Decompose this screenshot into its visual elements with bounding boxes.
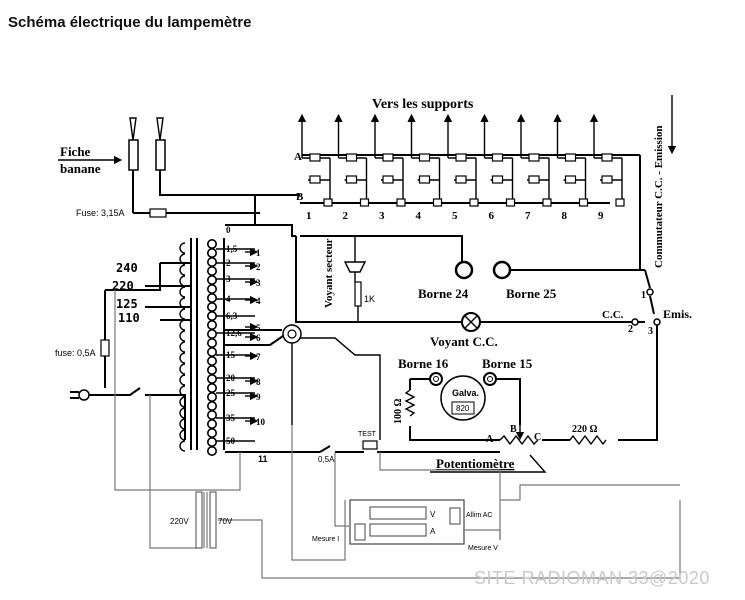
watermark: SITE RADIOMAN 33@2020	[474, 568, 710, 588]
tap-label-right: 7	[256, 352, 261, 362]
svg-text:100 Ω: 100 Ω	[393, 398, 404, 424]
tap-label-right: 5	[256, 323, 261, 333]
tap-label-left: 0	[226, 225, 231, 235]
voyant-secteur: Voyant secteur 1K	[323, 236, 375, 322]
fuse-05a-label: 0,5A	[318, 455, 335, 464]
borne-15-terminal	[483, 372, 497, 386]
svg-text:A: A	[486, 434, 494, 445]
svg-text:Commutateur C.C. - Emission: Commutateur C.C. - Emission	[653, 126, 665, 269]
borne-24-terminal	[454, 260, 474, 280]
svg-text:V: V	[430, 510, 436, 519]
potentiometer-section: A B C 220 Ω Potentiomètre	[430, 424, 607, 473]
svg-text:820: 820	[456, 404, 470, 413]
tap-label-right: 9	[256, 392, 261, 402]
mains-plug-icon	[78, 389, 90, 401]
aux-transformer-primary	[195, 491, 203, 549]
support-number: 3	[379, 210, 385, 222]
banana-plug-1	[128, 139, 139, 171]
svg-text:1K: 1K	[364, 294, 375, 304]
svg-text:Mesure I: Mesure I	[312, 536, 339, 543]
svg-text:Galva.: Galva.	[452, 388, 479, 398]
support-number: 8	[562, 210, 568, 222]
mains-tap-label: 240	[116, 261, 138, 275]
svg-text:Allim AC: Allim AC	[466, 512, 492, 519]
tap-label-right: 1	[256, 248, 261, 258]
measurement-wiring: 220V 70V V A Mesure I Allim AC Mesure V	[114, 290, 681, 579]
commutateur-cc-emission: Commutateur C.C. - Emission 1 2 3 Emis. …	[602, 95, 692, 441]
supports-heading: Vers les supports	[372, 97, 474, 112]
line-a-label: A	[294, 151, 302, 163]
svg-text:220 Ω: 220 Ω	[572, 424, 598, 435]
support-number: 7	[525, 210, 531, 222]
borne-25-terminal	[492, 260, 512, 280]
mains-tap-label: 125	[116, 297, 138, 311]
page-title: Schéma électrique du lampemètre	[8, 14, 252, 31]
svg-text:Mesure V: Mesure V	[468, 545, 498, 552]
tap-11-label: 11	[258, 454, 268, 464]
svg-text:Borne 25: Borne 25	[506, 286, 557, 301]
svg-text:Emis.: Emis.	[663, 307, 692, 321]
banana-plugs: Fiche banane Fuse: 3,15A	[58, 117, 300, 218]
tap-wiring: 11 0,5A TEST	[225, 195, 645, 464]
support-number: 1	[306, 210, 312, 222]
support-numbers: 1 2 3 4 5 6 7 8 9	[306, 210, 604, 222]
tap-label-right: 10	[256, 417, 266, 427]
voyant-cc: Voyant C.C.	[430, 312, 498, 349]
svg-text:B: B	[510, 424, 517, 435]
support-posts	[297, 113, 625, 207]
support-number: 2	[343, 210, 349, 222]
support-lines: A B 1 2 3 4 5 6 7 8 9	[294, 113, 640, 222]
fuse-secondary-label: fuse: 0,5A	[55, 348, 96, 358]
aux-transformer-secondary	[209, 491, 217, 549]
tap-label-right: 3	[256, 278, 261, 288]
test-label: TEST	[358, 431, 377, 438]
svg-text:C.C.: C.C.	[602, 309, 624, 321]
galvanometer-section: Borne 16 Borne 15 Galva. 820 100 Ω	[393, 356, 533, 441]
support-number: 6	[489, 210, 495, 222]
fuse-main-label: Fuse: 3,15A	[76, 208, 125, 218]
bornes-24-25: Borne 24 Borne 25	[300, 235, 645, 301]
fuse-secondary-symbol	[100, 339, 110, 357]
support-number: 4	[416, 210, 422, 222]
resistor-220	[569, 434, 607, 446]
svg-text:Voyant secteur: Voyant secteur	[323, 238, 335, 308]
svg-text:70V: 70V	[218, 517, 233, 526]
banane-label: banane	[60, 161, 101, 176]
support-number: 5	[452, 210, 458, 222]
svg-text:Voyant C.C.: Voyant C.C.	[430, 334, 498, 349]
svg-text:3: 3	[648, 326, 653, 337]
tap-label-right: 4	[256, 296, 261, 306]
tap-label-right: 8	[256, 377, 261, 387]
svg-text:Potentiomètre: Potentiomètre	[436, 456, 515, 471]
borne-16-terminal	[429, 372, 443, 386]
mains-tap-label: 110	[118, 311, 140, 325]
banana-plug-2	[155, 139, 166, 171]
test-button[interactable]	[362, 440, 378, 450]
line-b-label: B	[296, 191, 304, 203]
svg-text:A: A	[430, 527, 436, 536]
tap-label-right: 2	[256, 262, 261, 272]
tap-label-right: 6	[256, 333, 261, 343]
svg-text:Borne 15: Borne 15	[482, 356, 533, 371]
fuse-main-symbol	[149, 208, 167, 218]
svg-text:C: C	[534, 432, 541, 443]
resistor-100	[404, 389, 416, 417]
support-number: 9	[598, 210, 604, 222]
svg-text:Borne 24: Borne 24	[418, 286, 469, 301]
svg-text:2: 2	[628, 324, 633, 335]
svg-text:Borne 16: Borne 16	[398, 356, 449, 371]
potentiometer-symbol	[499, 434, 539, 446]
svg-text:220V: 220V	[170, 517, 189, 526]
svg-text:1: 1	[641, 290, 646, 301]
fiche-label: Fiche	[60, 144, 91, 159]
